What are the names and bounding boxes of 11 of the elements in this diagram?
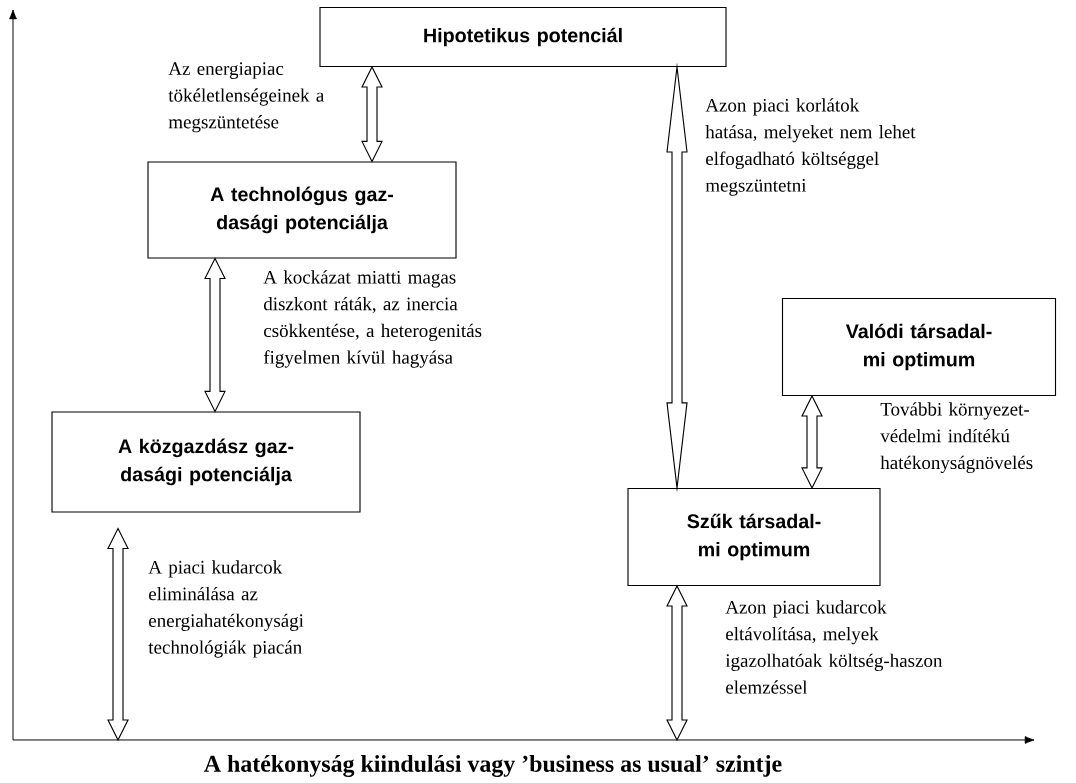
concept-box: A közgazdász gaz-dasági potenciálja: [51, 411, 361, 513]
edge-label: A kockázat miatti magas diszkont ráták, az inercia csökkentése, a heterogenitás figyelmen kívül hagyása: [263, 270, 482, 368]
edge-label: A piaci kudarcok eliminálása az energiahatékonysági technológiák piacán: [148, 560, 304, 658]
concept-box: Valódi társadal-mi optimum: [781, 297, 1057, 397]
edge-label: További környezet-védelmi indítékú hatékonyságnövelés: [880, 402, 1033, 473]
axis-label: A hatékonyság kiindulási vagy ’business as usual’ szintje: [204, 755, 782, 777]
edge-label: Azon piaci kudarcok eltávolítása, melyek igazolhatóak költség-haszon elemzéssel: [725, 600, 943, 694]
edge-label: Azon piaci korlátok hatása, melyeket nem lehet elfogadható költséggel megszüntetni: [705, 98, 916, 196]
concept-box: A technológus gaz-dasági potenciálja: [147, 161, 457, 259]
concept-box: Szűk társadal-mi optimum: [627, 487, 881, 587]
concept-box: Hipotetikus potenciál: [319, 6, 727, 68]
